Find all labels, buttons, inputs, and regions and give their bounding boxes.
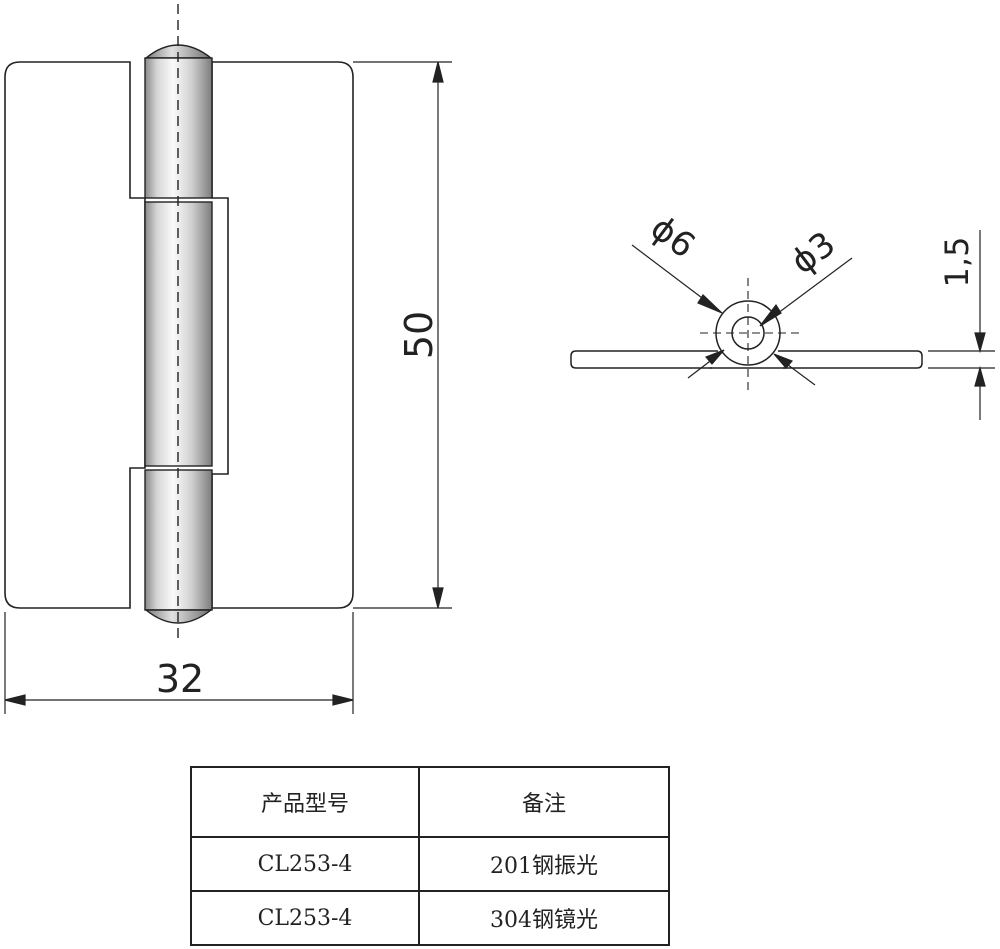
thickness-label: 1,5 [938, 237, 976, 288]
outer-dia-label: ϕ6 [643, 208, 702, 266]
inner-dia-label: ϕ3 [784, 224, 843, 282]
table-row: CL253-4 304钢镜光 [190, 890, 670, 946]
height-dimension [353, 61, 452, 609]
cell-notes: 201钢振光 [418, 836, 670, 892]
cell-model: CL253-4 [190, 836, 420, 892]
side-view-centerlines [700, 278, 800, 390]
header-model: 产品型号 [190, 766, 420, 838]
side-leaf-left [570, 350, 718, 369]
height-dim-label: 50 [397, 311, 441, 359]
thickness-dimension [928, 230, 995, 420]
left-leaf [4, 61, 146, 609]
dia-leaders [631, 244, 853, 386]
cell-model: CL253-4 [190, 890, 420, 946]
side-leaf-right [778, 350, 923, 369]
right-leaf [211, 61, 354, 609]
cell-notes: 304钢镜光 [418, 890, 670, 946]
spec-table: 产品型号 备注 CL253-4 201钢振光 CL253-4 304钢镜光 [190, 766, 670, 946]
table-row: CL253-4 201钢振光 [190, 836, 670, 892]
table-header-row: 产品型号 备注 [190, 766, 670, 838]
pin-knuckle-top [144, 57, 213, 199]
hinge-side-view [570, 300, 923, 369]
width-dimension [4, 612, 354, 714]
width-dim-label: 32 [156, 657, 204, 701]
header-notes: 备注 [418, 766, 670, 838]
